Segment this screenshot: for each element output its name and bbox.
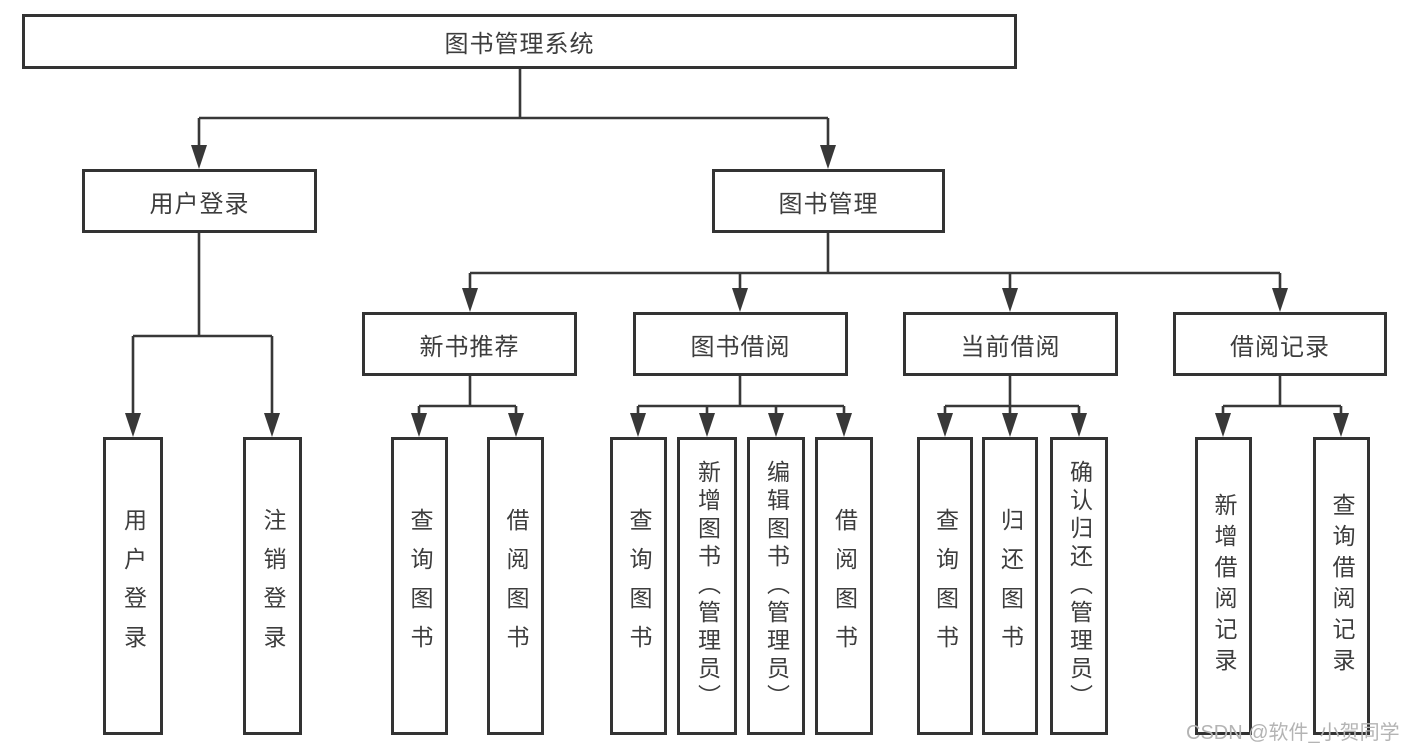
leaf-cb-return-books-label: 归还图书: [997, 508, 1024, 664]
leaf-cb-return-books: 归还图书: [982, 437, 1038, 735]
arrowheads-level2: [191, 145, 836, 169]
connector-book-mgmt-to-level3: [468, 233, 1282, 291]
leaf-logout: 注销登录: [243, 437, 302, 735]
node-root-label: 图书管理系统: [444, 31, 595, 58]
connector-current-borrow-children: [943, 376, 1081, 416]
connector-user-login-children: [131, 233, 274, 416]
leaf-bb-borrow-books-label: 借阅图书: [831, 508, 858, 664]
node-book-borrow: 图书借阅: [633, 312, 848, 376]
node-borrow-records: 借阅记录: [1173, 312, 1387, 376]
leaf-nbr-query-books-label: 查询图书: [407, 508, 433, 664]
leaf-bb-add-books-admin-label: 新增图书（管理员）: [694, 460, 721, 712]
node-book-borrow-label: 图书借阅: [690, 333, 791, 361]
leaf-cb-confirm-return-admin: 确认归还（管理员）: [1050, 437, 1108, 735]
node-root: 图书管理系统: [22, 14, 1017, 69]
leaf-bb-borrow-books: 借阅图书: [815, 437, 873, 735]
leaf-br-query-record: 查询借阅记录: [1313, 437, 1370, 735]
leaf-logout-label: 注销登录: [260, 508, 286, 664]
node-user-login-branch-label: 用户登录: [149, 190, 250, 218]
leaf-bb-add-books-admin: 新增图书（管理员）: [677, 437, 737, 735]
connector-new-book-rec-children: [417, 376, 518, 416]
node-current-borrow-label: 当前借阅: [960, 333, 1061, 361]
node-current-borrow: 当前借阅: [903, 312, 1118, 376]
arrowheads-current-borrow-children: [937, 413, 1087, 437]
connector-root-to-level2: [197, 68, 830, 148]
leaf-nbr-borrow-books: 借阅图书: [487, 437, 544, 735]
connector-book-borrow-children: [636, 376, 846, 416]
arrowheads-borrow-records-children: [1215, 413, 1349, 437]
node-new-book-rec: 新书推荐: [362, 312, 577, 376]
node-new-book-rec-label: 新书推荐: [419, 333, 520, 361]
arrowheads-book-borrow-children: [630, 413, 852, 437]
node-book-mgmt-branch-label: 图书管理: [778, 190, 879, 218]
leaf-bb-edit-books-admin-label: 编辑图书（管理员）: [763, 460, 790, 712]
leaf-bb-query-books-label: 查询图书: [626, 508, 652, 664]
leaf-cb-confirm-return-admin-label: 确认归还（管理员）: [1066, 460, 1093, 712]
leaf-br-add-record: 新增借阅记录: [1195, 437, 1252, 735]
leaf-nbr-query-books: 查询图书: [391, 437, 448, 735]
leaf-cb-query-books-label: 查询图书: [932, 508, 959, 664]
connector-borrow-records-children: [1221, 376, 1343, 416]
arrowheads-user-login-children: [125, 413, 280, 437]
leaf-cb-query-books: 查询图书: [917, 437, 973, 735]
node-user-login-branch: 用户登录: [82, 169, 317, 233]
leaf-nbr-borrow-books-label: 借阅图书: [503, 508, 529, 664]
node-borrow-records-label: 借阅记录: [1230, 333, 1330, 361]
leaf-bb-edit-books-admin: 编辑图书（管理员）: [747, 437, 805, 735]
leaf-bb-query-books: 查询图书: [610, 437, 667, 735]
leaf-user-login-label: 用户登录: [120, 508, 147, 664]
csdn-watermark: CSDN @软件_小贺同学: [1186, 722, 1400, 744]
leaf-br-add-record-label: 新增借阅记录: [1211, 493, 1237, 679]
node-book-mgmt-branch: 图书管理: [712, 169, 945, 233]
leaf-br-query-record-label: 查询借阅记录: [1329, 493, 1355, 679]
leaf-user-login: 用户登录: [103, 437, 163, 735]
arrowheads-level3: [462, 288, 1288, 312]
arrowheads-new-book-rec-children: [411, 413, 524, 437]
